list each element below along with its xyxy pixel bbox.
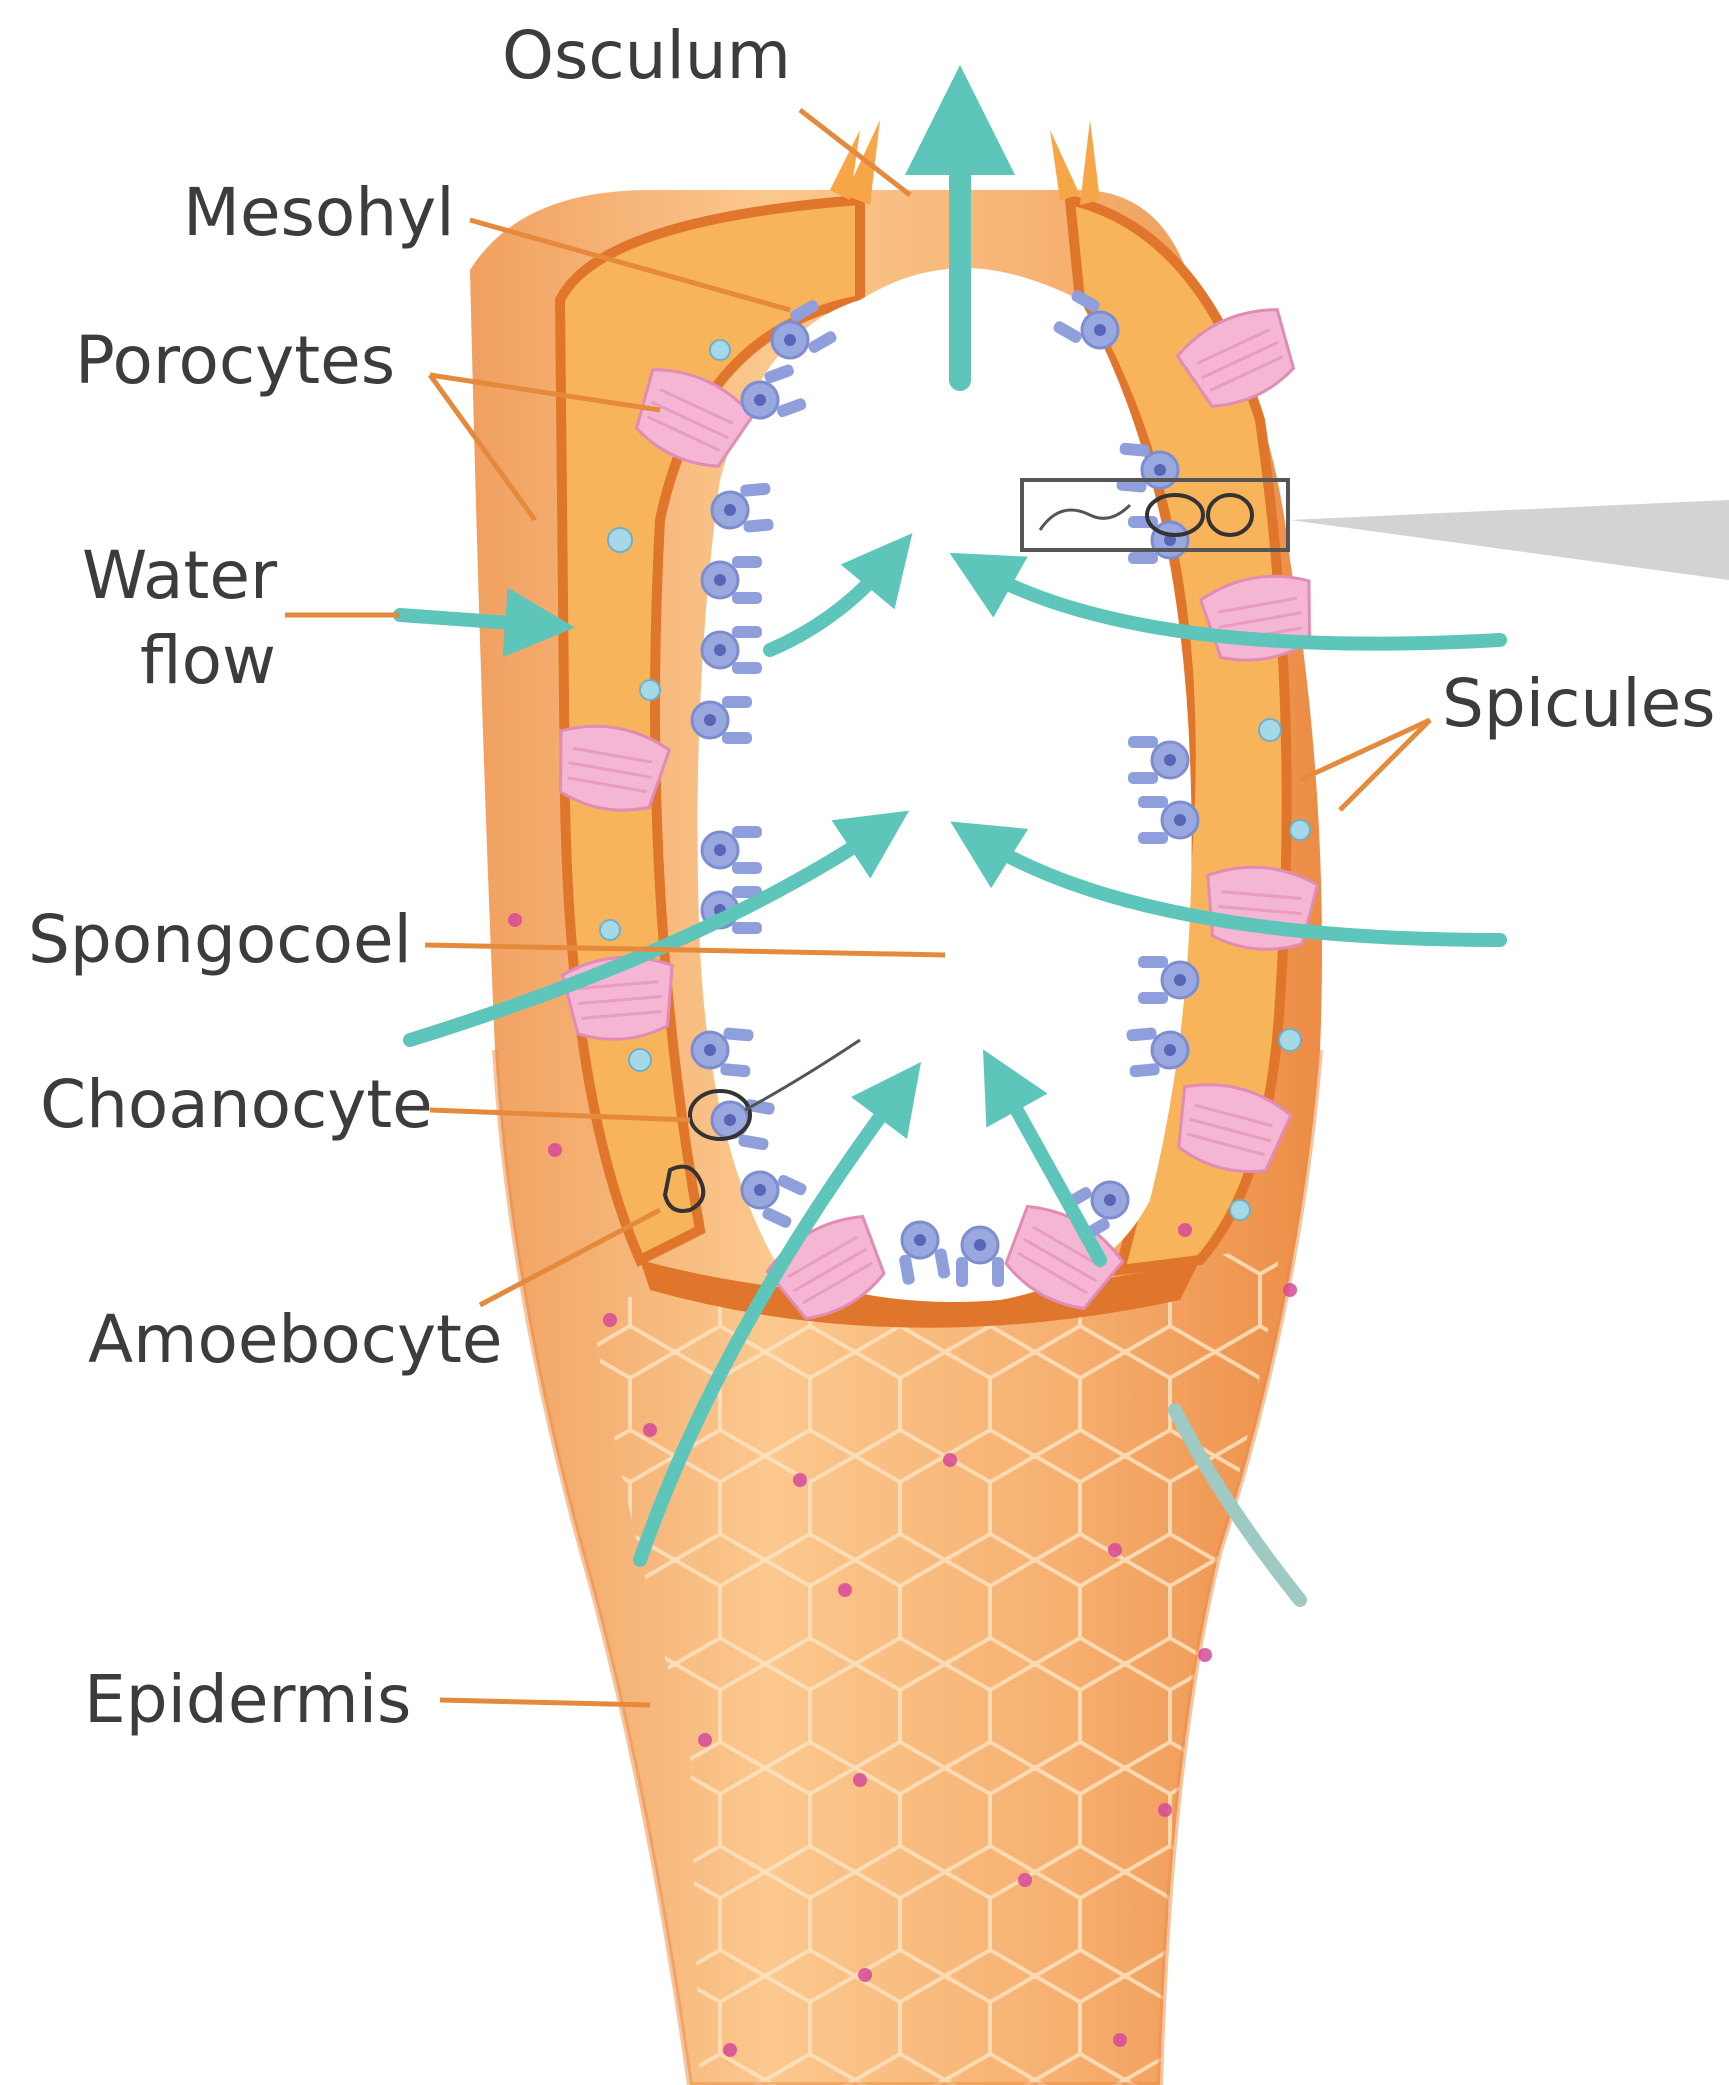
- label-water-flow-line2: flow: [140, 622, 276, 699]
- label-spongocoel: Spongocoel: [28, 901, 412, 978]
- leader-spicules-b: [1340, 720, 1430, 810]
- label-epidermis: Epidermis: [84, 1661, 411, 1738]
- label-porocytes: Porocytes: [75, 322, 395, 399]
- inset-pointer: [1290, 500, 1729, 580]
- leader-spicules-a: [1300, 720, 1430, 780]
- label-water-flow-line1: Water: [82, 537, 278, 614]
- label-mesohyl: Mesohyl: [183, 174, 455, 251]
- label-spicules: Spicules: [1442, 665, 1716, 742]
- spongocoel-cavity: [698, 268, 1192, 1302]
- inflow-arrow-left-entry: [400, 615, 540, 625]
- label-choanocyte: Choanocyte: [40, 1066, 433, 1143]
- label-amoebocyte: Amoebocyte: [88, 1301, 503, 1378]
- label-osculum: Osculum: [502, 17, 791, 94]
